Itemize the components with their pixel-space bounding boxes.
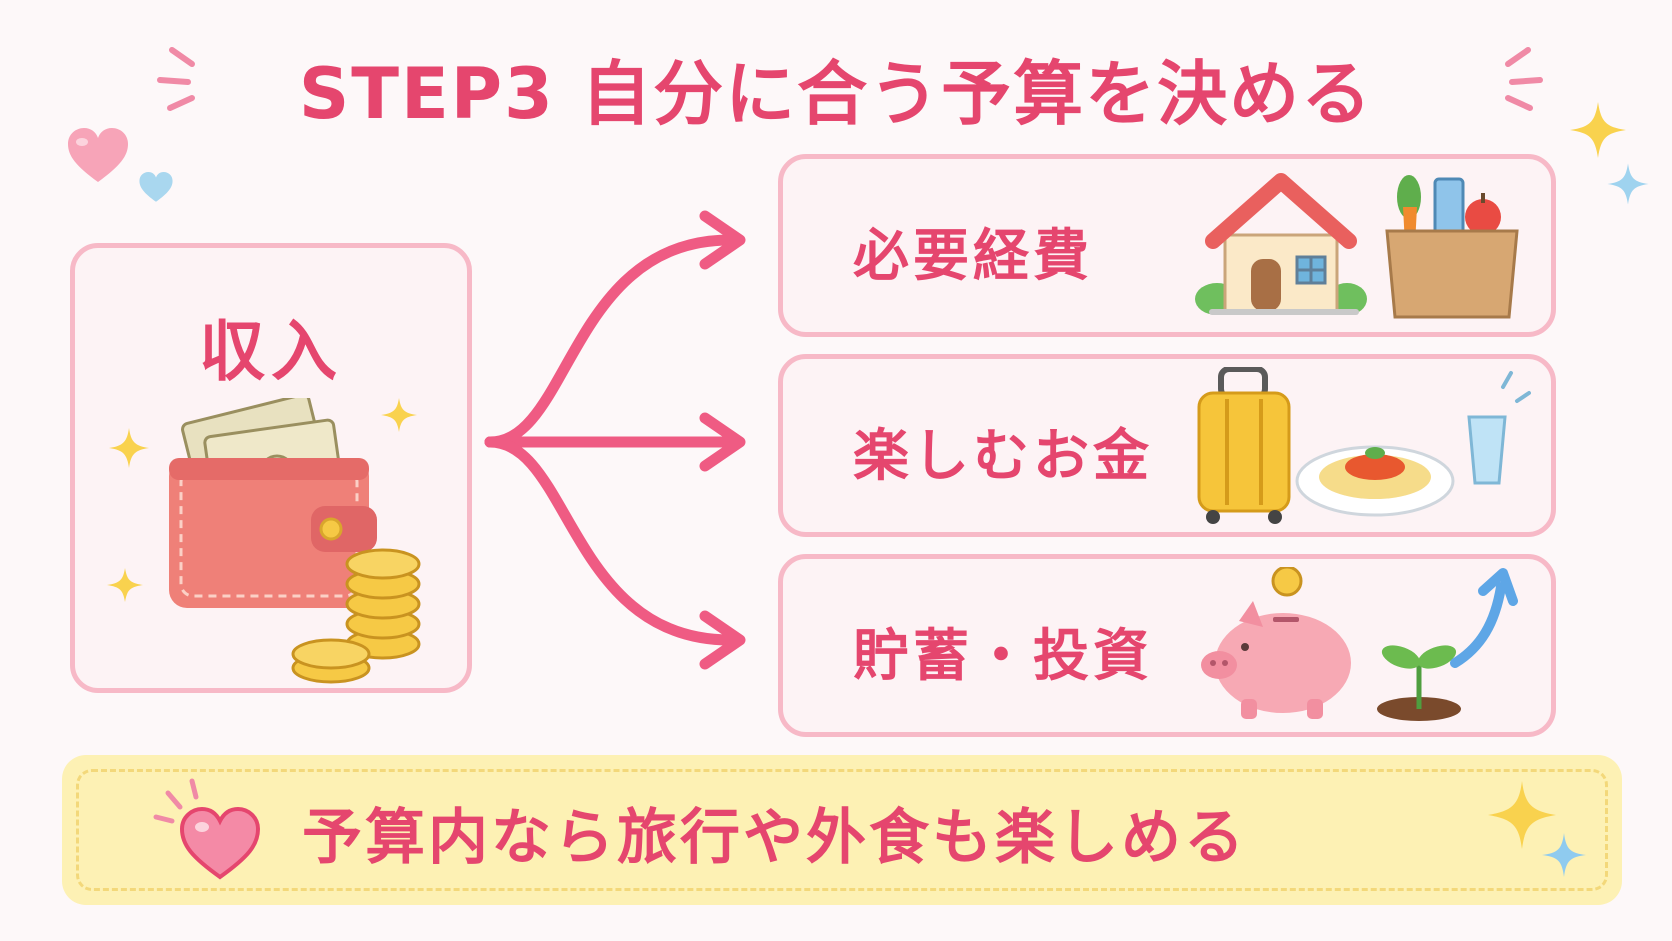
sparkle-lines-right-icon bbox=[1505, 47, 1543, 111]
page-title: STEP3 自分に合う予算を決める bbox=[298, 53, 1374, 135]
house-icon bbox=[1195, 173, 1367, 315]
category-label: 楽しむお金 bbox=[853, 424, 1153, 489]
sparkle-icon bbox=[1488, 781, 1586, 877]
yellow-sparkle-icon bbox=[1570, 102, 1626, 158]
income-card: 収入 bbox=[70, 243, 472, 693]
category-fun-card: 楽しむお金 bbox=[778, 354, 1556, 537]
water-glass-icon bbox=[1467, 371, 1531, 485]
category-label: 必要経費 bbox=[853, 224, 1093, 289]
sprout-growth-icon bbox=[1377, 568, 1518, 721]
blue-sparkle-icon bbox=[1607, 163, 1649, 205]
category-label: 貯蓄・投資 bbox=[853, 624, 1153, 689]
sparkle-lines-left-icon bbox=[157, 47, 195, 111]
category-essentials-card: 必要経費 bbox=[778, 154, 1556, 337]
blue-heart-icon bbox=[139, 172, 173, 202]
category-savings-card: 貯蓄・投資 bbox=[778, 554, 1556, 737]
pink-heart-icon bbox=[68, 128, 128, 182]
summary-banner: 予算内なら旅行や外食も楽しめる bbox=[62, 755, 1622, 905]
income-label: 収入 bbox=[199, 313, 343, 390]
pasta-plate-icon bbox=[1295, 445, 1455, 517]
suitcase-icon bbox=[1197, 367, 1291, 524]
grocery-bag-icon bbox=[1385, 175, 1519, 319]
heart-icon bbox=[153, 778, 261, 880]
wallet-with-coins-icon bbox=[107, 398, 421, 684]
piggy-bank-icon bbox=[1201, 567, 1351, 719]
summary-text: 予算内なら旅行や外食も楽しめる bbox=[302, 803, 1247, 873]
branch-arrows bbox=[484, 210, 746, 670]
